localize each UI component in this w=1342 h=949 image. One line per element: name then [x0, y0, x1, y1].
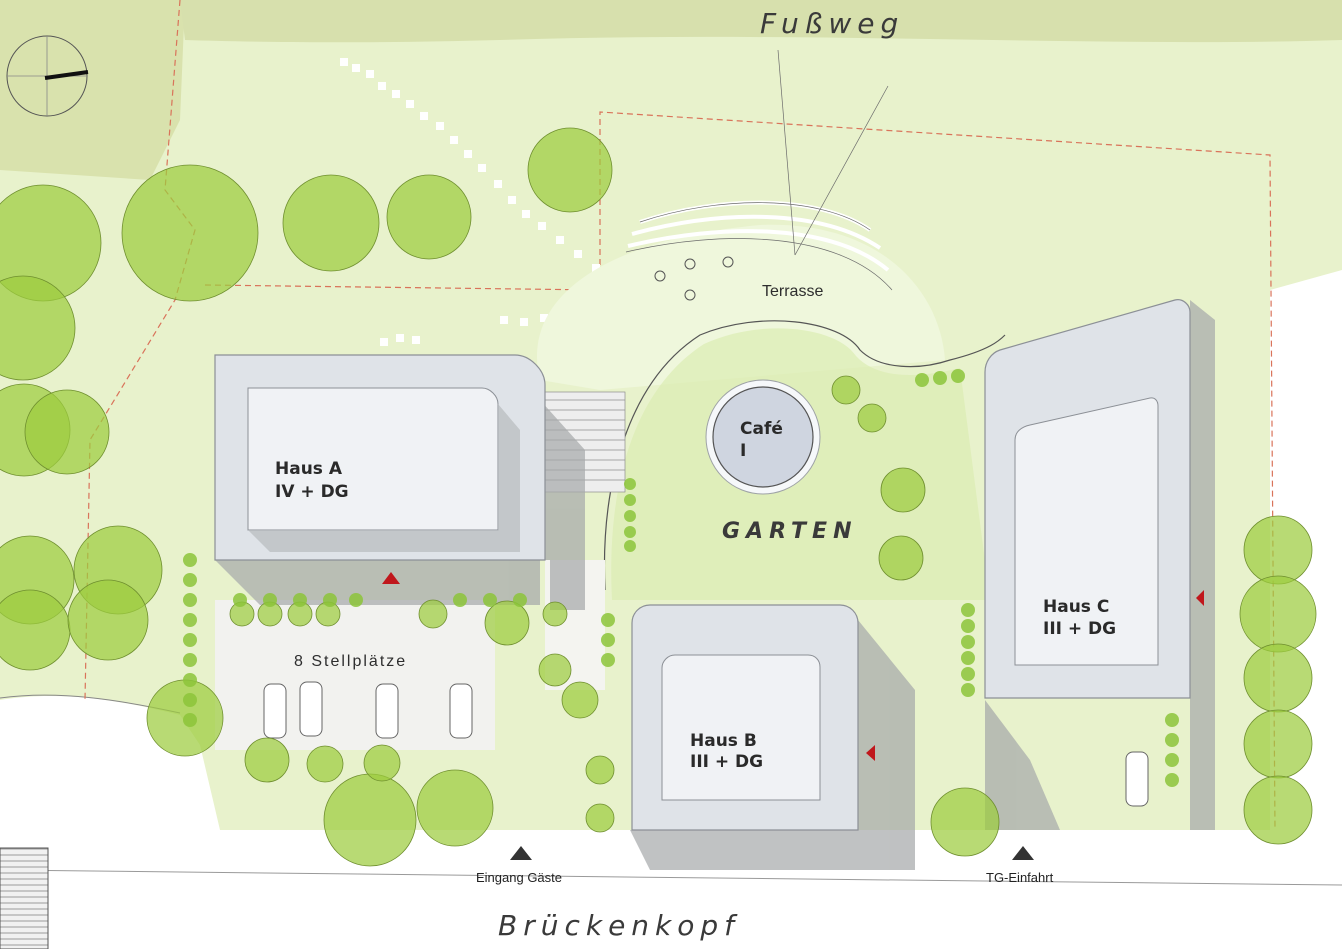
- access-markers: [510, 846, 1034, 860]
- haus-c-floors: III + DG: [1043, 619, 1116, 639]
- haus-b[interactable]: Haus B III + DG: [631, 604, 859, 831]
- field-area: [0, 0, 185, 180]
- haus-a-name: Haus A: [275, 459, 343, 479]
- tg-einfahrt-label: TG-Einfahrt: [986, 870, 1054, 885]
- neighbour-building: [0, 847, 49, 949]
- haus-b-floors: III + DG: [690, 752, 763, 772]
- footpath: [180, 0, 1342, 43]
- street-curb: [0, 869, 1342, 886]
- shrubs: [183, 369, 1179, 787]
- brueckenkopf-label: Brückenkopf: [498, 909, 740, 942]
- cafe-floors: I: [740, 441, 746, 461]
- garten-label: GARTEN: [722, 519, 857, 544]
- haus-c-name: Haus C: [1043, 597, 1109, 617]
- eingang-label: Eingang Gäste: [476, 870, 562, 885]
- trees: [0, 127, 1317, 867]
- stepping-stones: [340, 58, 618, 346]
- parked-cars: [263, 681, 1149, 807]
- terrace-step-lines: [625, 49, 893, 291]
- haus-b-name: Haus B: [690, 731, 757, 751]
- haus-a[interactable]: Haus A IV + DG: [214, 354, 546, 561]
- entrance-markers: [382, 572, 1204, 761]
- parking-area: [215, 600, 495, 750]
- parcel-boundary: [84, 0, 1276, 831]
- terrasse-label: Terrasse: [762, 283, 823, 300]
- fussweg-label: Fußweg: [760, 7, 904, 40]
- street-area: [0, 695, 1342, 949]
- stellplaetze-label: 8 Stellplätze: [294, 653, 407, 670]
- cafe-name: Café: [740, 419, 783, 439]
- cafe-tables: [654, 256, 734, 301]
- haus-a-floors: IV + DG: [275, 482, 349, 502]
- north-arrow: [6, 35, 89, 117]
- cafe-building[interactable]: Café I: [705, 379, 821, 495]
- haus-c[interactable]: Haus C III + DG: [984, 299, 1191, 699]
